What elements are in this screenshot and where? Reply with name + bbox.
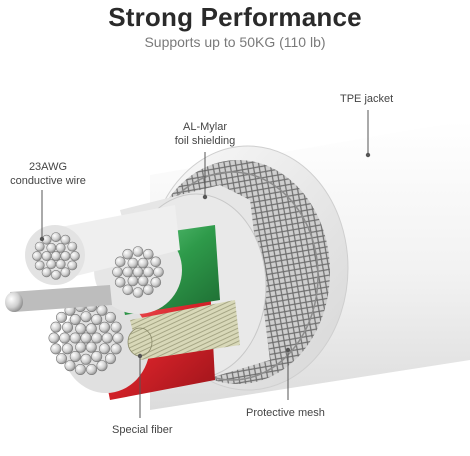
- label-al-mylar-line2: foil shielding: [174, 135, 236, 147]
- leader-lines: [41, 110, 369, 418]
- strand: [96, 304, 108, 316]
- strand: [59, 332, 71, 344]
- strand: [132, 287, 144, 298]
- strand: [137, 257, 149, 269]
- label-al-mylar-line1: AL-Mylar: [182, 121, 227, 133]
- strand: [122, 248, 133, 260]
- strand: [41, 267, 52, 278]
- label-tpe-jacket: TPE jacket: [340, 93, 394, 105]
- strand: [137, 275, 149, 287]
- thin-strand: [5, 285, 112, 312]
- strand: [75, 341, 87, 353]
- strand: [51, 251, 61, 261]
- page-title: Strong Performance: [108, 2, 362, 32]
- strand: [60, 234, 71, 245]
- strand: [112, 266, 123, 278]
- strand: [153, 266, 164, 278]
- strand: [127, 275, 139, 287]
- strand: [99, 343, 111, 355]
- strand: [34, 260, 45, 271]
- strand: [80, 311, 92, 323]
- strand: [51, 232, 61, 242]
- strand: [61, 343, 73, 355]
- strand: [69, 350, 81, 362]
- strand: [114, 256, 126, 268]
- label-conductive-line2: conductive wire: [10, 175, 86, 187]
- strand: [150, 276, 162, 288]
- label-conductive: 23AWG conductive wire: [0, 160, 96, 188]
- strand: [96, 360, 108, 372]
- strand: [122, 284, 134, 296]
- strand: [67, 260, 78, 271]
- strand: [99, 321, 111, 333]
- strand: [50, 321, 62, 333]
- strand: [122, 266, 134, 278]
- strand: [46, 242, 57, 253]
- strand: [55, 259, 66, 270]
- strand: [32, 251, 42, 261]
- strand: [132, 266, 144, 278]
- strand: [127, 257, 139, 269]
- conductor-strands: [32, 232, 164, 375]
- strand: [46, 259, 57, 270]
- strand: [110, 321, 122, 333]
- strand: [50, 343, 62, 355]
- strand: [61, 321, 73, 333]
- strand: [51, 269, 61, 280]
- strand: [64, 360, 76, 372]
- strand: [143, 266, 154, 278]
- strand: [74, 363, 86, 375]
- strand: [112, 332, 124, 344]
- strand-bundle-white: [32, 232, 80, 280]
- strand: [34, 241, 45, 252]
- strand: [60, 251, 71, 261]
- strand: [143, 248, 154, 260]
- strand: [69, 332, 81, 344]
- strand: [150, 256, 162, 268]
- strand-bundle-green: [112, 246, 164, 298]
- leader-dots: [39, 152, 371, 359]
- strand: [91, 350, 103, 362]
- strand: [69, 313, 81, 325]
- strand: [85, 341, 97, 353]
- strand: [70, 251, 80, 261]
- label-special-fiber: Special fiber: [112, 424, 173, 436]
- strand: [114, 276, 126, 288]
- strand: [55, 311, 67, 323]
- strand: [105, 311, 117, 323]
- strand: [132, 246, 144, 257]
- strand: [91, 313, 103, 325]
- strand: [41, 251, 52, 261]
- strand: [85, 323, 97, 335]
- special-fiber: [127, 300, 240, 360]
- strand: [105, 353, 117, 365]
- strand: [75, 323, 87, 335]
- strand: [110, 343, 122, 355]
- label-protective-mesh: Protective mesh: [246, 407, 325, 419]
- page-subtitle: Supports up to 50KG (110 lb): [144, 34, 326, 50]
- strand: [55, 242, 66, 253]
- strand: [86, 363, 98, 375]
- label-conductive-line1: 23AWG: [28, 161, 68, 173]
- strand: [55, 353, 67, 365]
- strand: [143, 284, 154, 296]
- strand: [101, 332, 113, 344]
- strand: [80, 353, 92, 365]
- strand-bundle-red: [48, 300, 124, 375]
- strand: [67, 241, 78, 252]
- strand: [91, 332, 103, 344]
- strand: [48, 332, 60, 344]
- label-al-mylar: AL-Mylar foil shielding: [160, 120, 250, 148]
- strand: [80, 332, 92, 344]
- strand: [60, 267, 71, 278]
